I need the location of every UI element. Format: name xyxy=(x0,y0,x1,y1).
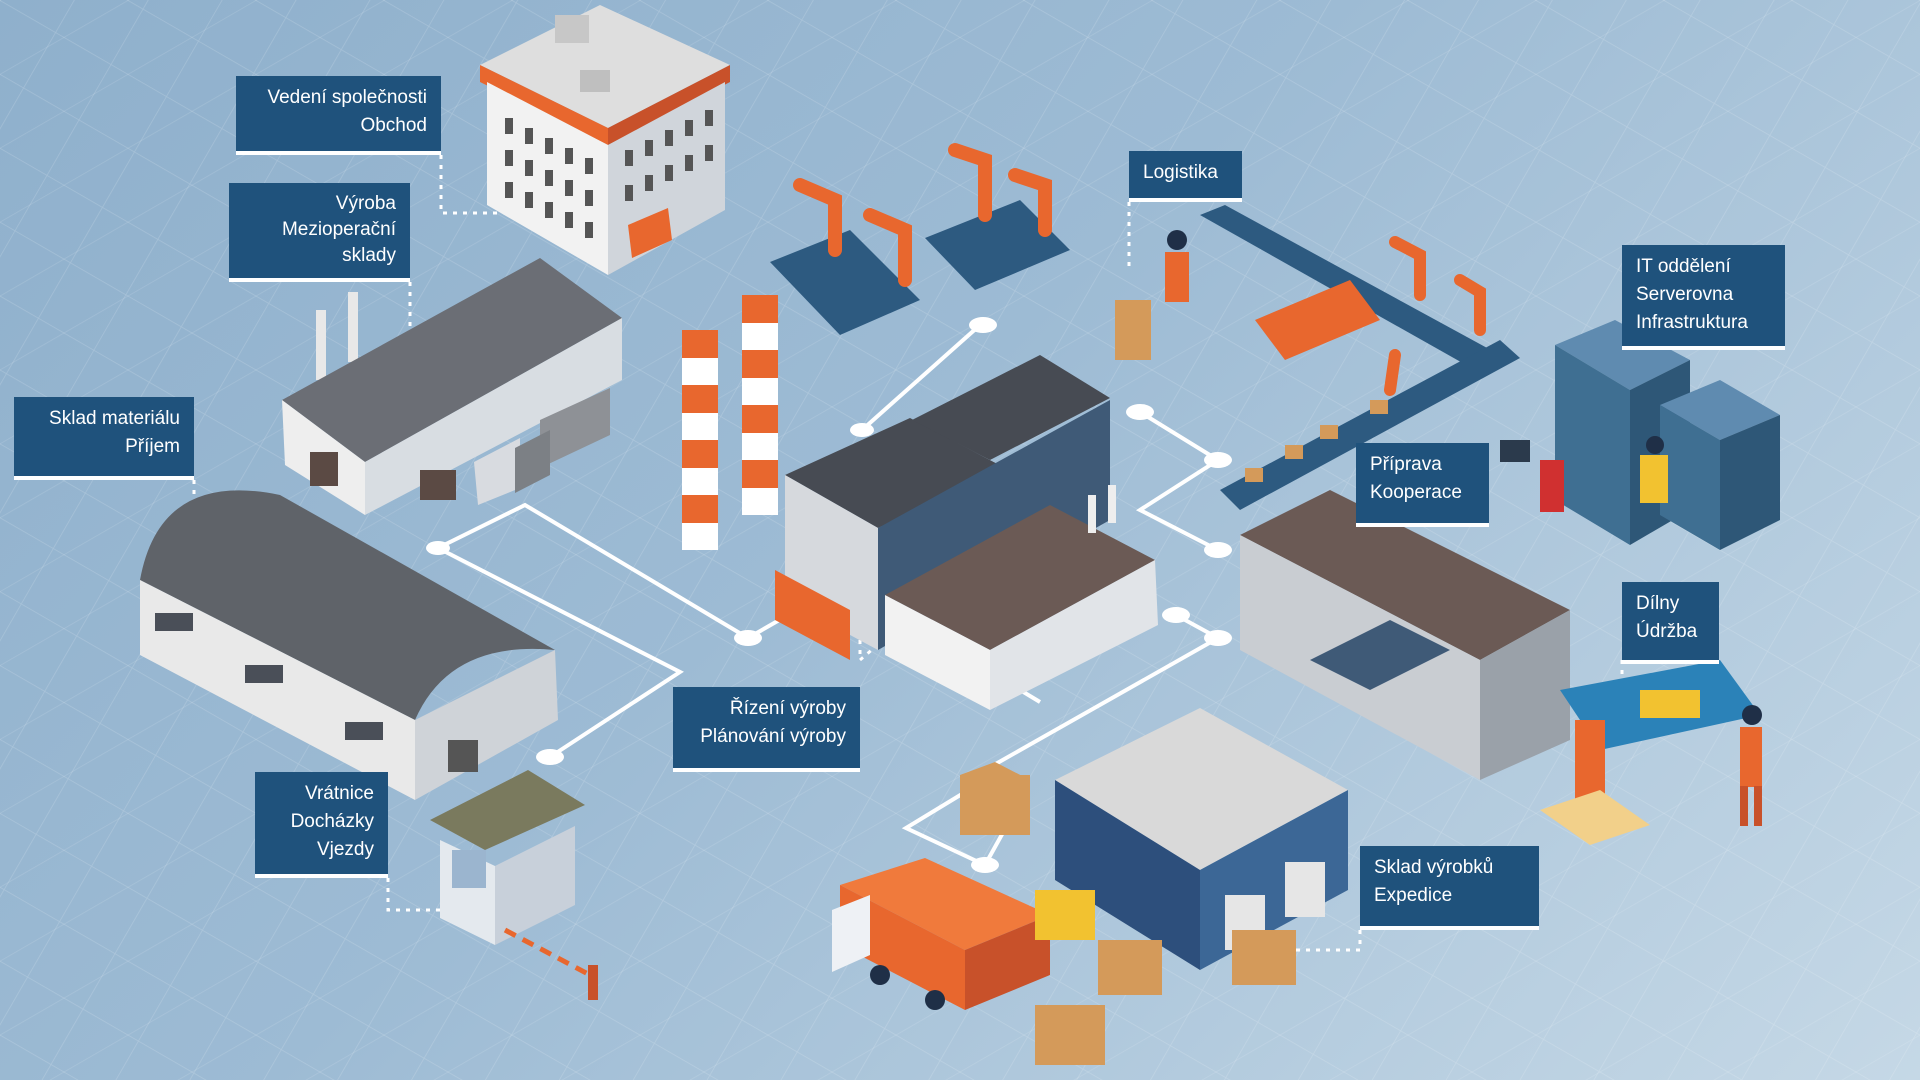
label-vedeni-line-2: Obchod xyxy=(360,115,427,136)
label-logistika-line-1: Logistika xyxy=(1143,162,1218,183)
label-priprava-line-1: Příprava xyxy=(1370,454,1442,475)
label-vyroba-line-3: sklady xyxy=(342,245,396,266)
label-sklad-vyrobku-line-1: Sklad výrobků xyxy=(1374,857,1494,878)
server-room xyxy=(1500,320,1780,550)
production-hall xyxy=(282,258,622,515)
workshop xyxy=(1540,660,1762,845)
label-it-line-3: Infrastruktura xyxy=(1636,312,1748,333)
pallets xyxy=(960,762,1296,1065)
robot-line xyxy=(770,143,1070,335)
label-dilny-line-1: Dílny xyxy=(1636,593,1680,614)
chimneys xyxy=(682,295,778,550)
label-priprava-line-2: Kooperace xyxy=(1370,482,1462,503)
label-it: IT oddělení Serverovna Infrastruktura xyxy=(1622,245,1785,350)
network-nodes xyxy=(426,317,1232,873)
label-vratnice-line-3: Vjezdy xyxy=(316,839,374,860)
label-vyroba-line-2: Mezioperační xyxy=(281,219,396,240)
label-vedeni: Vedení společnosti Obchod xyxy=(236,76,441,155)
label-rizeni-line-1: Řízení výroby xyxy=(729,698,846,719)
label-rizeni: Řízení výroby Plánování výroby xyxy=(673,687,860,772)
main-factory xyxy=(775,355,1158,710)
preparation-building xyxy=(1240,490,1570,780)
label-dilny: Dílny Údržba xyxy=(1622,582,1719,664)
label-vyroba-line-1: Výroba xyxy=(335,193,396,214)
label-vratnice: Vrátnice Docházky Vjezdy xyxy=(255,772,388,878)
label-sklad-vyrobku-line-2: Expedice xyxy=(1374,885,1453,906)
office-building xyxy=(480,5,730,275)
gatehouse xyxy=(430,770,598,1000)
label-sklad-materialu-line-2: Příjem xyxy=(125,436,180,457)
label-vyroba: Výroba Mezioperační sklady xyxy=(229,183,410,282)
label-it-line-2: Serverovna xyxy=(1636,284,1734,305)
label-sklad-vyrobku: Sklad výrobků Expedice xyxy=(1360,846,1539,930)
logistics-conveyor xyxy=(1115,205,1520,510)
label-it-line-1: IT oddělení xyxy=(1636,256,1731,277)
label-rizeni-line-2: Plánování výroby xyxy=(700,726,846,747)
label-priprava: Příprava Kooperace xyxy=(1356,443,1489,527)
label-logistika: Logistika xyxy=(1129,151,1242,202)
label-vedeni-line-1: Vedení společnosti xyxy=(267,87,427,108)
material-warehouse xyxy=(140,490,558,800)
label-dilny-line-2: Údržba xyxy=(1636,621,1698,642)
delivery-truck xyxy=(832,858,1095,1010)
label-vratnice-line-2: Docházky xyxy=(290,811,374,832)
label-sklad-materialu: Sklad materiálu Příjem xyxy=(14,397,194,480)
product-warehouse xyxy=(1055,708,1348,970)
label-sklad-materialu-line-1: Sklad materiálu xyxy=(49,408,180,429)
label-vratnice-line-1: Vrátnice xyxy=(305,783,374,804)
